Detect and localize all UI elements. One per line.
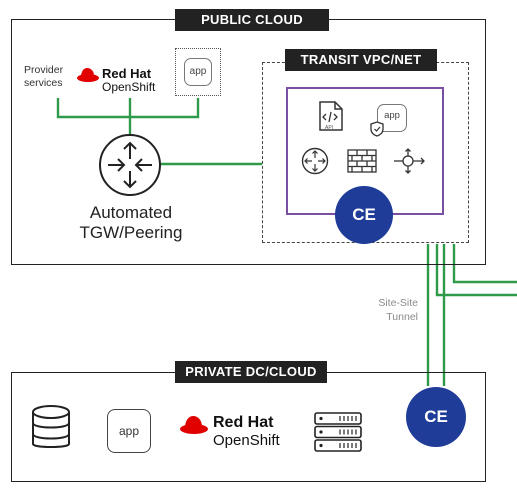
private-dc-title: PRIVATE DC/CLOUD [175, 361, 327, 383]
firewall-icon [347, 149, 377, 173]
transit-title: TRANSIT VPC/NET [285, 49, 437, 71]
tunnel-label: Site-Site Tunnel [378, 297, 418, 323]
server-rack-icon [314, 412, 362, 452]
redhat-hat-icon [77, 68, 99, 82]
public-cloud-title: PUBLIC CLOUD [175, 9, 329, 31]
ce-node-transit: CE [335, 186, 393, 244]
app-dotted-frame [175, 48, 221, 96]
provider-services-label: Provider services [24, 64, 64, 89]
api-label: API [325, 125, 334, 131]
redhat-openshift-logo-top: Red Hat OpenShift [74, 64, 174, 94]
app-shield-box: app [377, 104, 407, 132]
shield-icon [370, 121, 384, 137]
app-box-top: app [184, 58, 212, 86]
load-balancer-icon [394, 148, 425, 174]
router-icon [99, 134, 161, 196]
tgw-label: Automated TGW/Peering [79, 203, 183, 242]
app-box-private: app [107, 409, 151, 453]
redhat-openshift-logo-bottom: Red Hat OpenShift [177, 412, 297, 448]
api-doc-icon [319, 101, 343, 131]
database-icon [32, 405, 70, 448]
redhat-hat-icon [180, 416, 208, 434]
small-router-icon [301, 147, 329, 175]
ce-node-private: CE [406, 387, 466, 447]
